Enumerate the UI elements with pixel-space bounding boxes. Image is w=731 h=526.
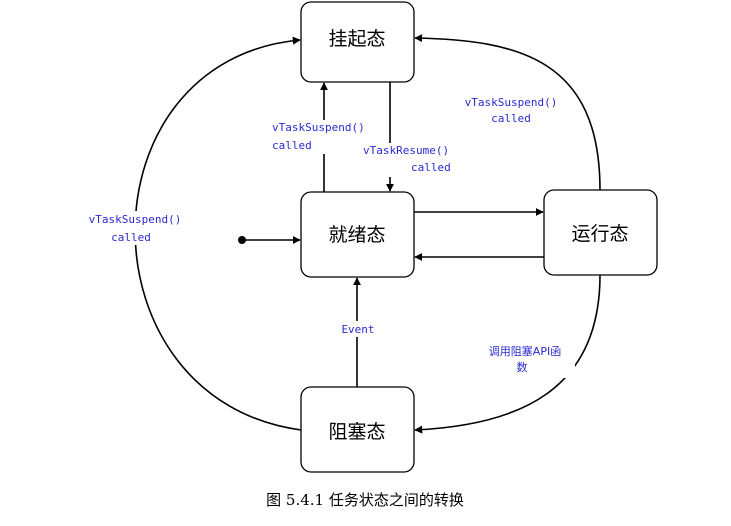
label-resume-line2: called — [411, 161, 451, 174]
label-left-suspend-line1: vTaskSuspend() — [89, 213, 182, 226]
label-resume-line1: vTaskResume() — [363, 144, 449, 157]
state-ready-label: 就绪态 — [328, 224, 385, 246]
running-to-blocked-curve — [414, 274, 601, 434]
state-suspended: 挂起态 — [300, 1, 415, 83]
state-blocked-label: 阻塞态 — [328, 421, 385, 443]
label-running-suspend-line1: vTaskSuspend() — [465, 96, 558, 109]
label-blocking-api: 调用阻塞API函 数 — [475, 344, 575, 378]
label-ready-suspend-line1: vTaskSuspend() — [272, 121, 365, 134]
label-blocking-api-line2: 数 — [517, 361, 528, 374]
label-running-suspend-line2: called — [491, 112, 531, 125]
label-blocking-api-line1: 调用阻塞API函 — [489, 344, 561, 358]
label-event: Event — [338, 321, 378, 337]
state-suspended-label: 挂起态 — [328, 28, 385, 50]
state-running-label: 运行态 — [571, 223, 628, 245]
figure-caption: 图 5.4.1 任务状态之间的转换 — [266, 491, 464, 509]
label-ready-suspend-line2: called — [272, 139, 312, 152]
running-to-suspended-curve — [414, 34, 601, 191]
label-running-suspend: vTaskSuspend() called — [458, 95, 562, 127]
label-left-suspend: vTaskSuspend() called — [82, 211, 192, 245]
label-left-suspend-line2: called — [111, 231, 151, 244]
state-running: 运行态 — [543, 189, 658, 276]
label-ready-suspend: vTaskSuspend() called — [268, 120, 368, 154]
label-event-text: Event — [341, 323, 374, 336]
initial-state-dot — [238, 236, 246, 244]
label-resume: vTaskResume() called — [360, 143, 456, 177]
state-blocked: 阻塞态 — [300, 386, 415, 473]
state-ready: 就绪态 — [300, 191, 415, 278]
